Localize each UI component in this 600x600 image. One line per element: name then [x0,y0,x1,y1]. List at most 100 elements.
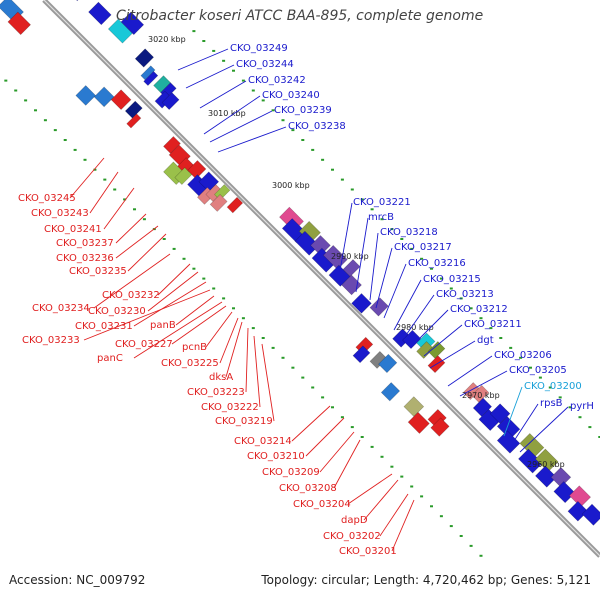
gc-mark [83,158,87,161]
gene-block [351,293,372,314]
gene-label[interactable]: dgt [477,335,494,346]
gc-mark [202,277,206,280]
gene-label[interactable]: CKO_03219 [215,416,273,427]
leader-line [261,343,275,422]
gc-mark [261,336,265,339]
gene-label[interactable]: CKO_03222 [201,402,259,413]
gene-label[interactable]: CKO_03243 [31,208,89,219]
gc-mark [410,247,414,250]
gene-label[interactable]: pyrH [570,401,594,412]
genome-backbone [42,0,600,558]
gene-label[interactable]: CKO_03230 [88,306,146,317]
gc-mark [489,327,493,330]
gene-label[interactable]: panC [97,353,123,364]
gene-label[interactable]: CKO_03201 [339,546,397,557]
tick-label: 3010 kbp [208,109,246,118]
gene-label[interactable]: CKO_03235 [69,266,127,277]
gc-mark [73,148,77,151]
gene-features [0,0,600,526]
gene-label[interactable]: CKO_03231 [75,321,133,332]
gene-label[interactable]: CKO_03211 [464,319,522,330]
gc-mark [598,435,600,438]
gene-label[interactable]: CKO_03208 [279,483,337,494]
gene-label[interactable]: CKO_03244 [236,59,294,70]
gene-label[interactable]: CKO_03236 [56,253,114,264]
gc-mark [113,188,117,191]
gene-label[interactable]: CKO_03225 [161,358,219,369]
gene-label[interactable]: CKO_03237 [56,238,114,249]
gene-block [581,503,600,526]
gene-label[interactable]: CKO_03234 [32,303,90,314]
gene-label[interactable]: CKO_03239 [274,105,332,116]
gene-label[interactable]: CKO_03245 [18,193,76,204]
gene-label[interactable]: CKO_03238 [288,121,346,132]
gene-label[interactable]: dksA [209,372,233,383]
leader-line [383,263,407,319]
leader-line [209,110,273,143]
gene-label[interactable]: CKO_03205 [509,365,567,376]
gene-label[interactable]: CKO_03213 [436,289,494,300]
leader-line [115,213,147,244]
gene-label[interactable]: CKO_03204 [293,499,351,510]
leader-line [203,95,261,135]
gc-mark [370,208,374,211]
gene-block [187,160,207,180]
gene-label[interactable]: CKO_03227 [115,339,173,350]
gene-label[interactable]: panB [150,320,176,331]
gene-label[interactable]: CKO_03210 [247,451,305,462]
gene-label[interactable]: CKO_03216 [408,258,466,269]
gene-label[interactable]: CKO_03202 [323,531,381,542]
gc-mark [528,366,532,369]
gc-mark [340,178,344,181]
gene-label[interactable]: CKO_03218 [380,227,438,238]
gc-mark [538,376,542,379]
leader-line [225,321,243,378]
gc-mark [509,346,513,349]
leader-line [319,431,355,473]
gene-label[interactable]: CKO_03214 [234,436,292,447]
gene-label[interactable]: CKO_03233 [22,335,80,346]
gene-block [110,89,132,111]
gene-block [553,481,576,504]
leader-line [333,439,361,489]
leader-line [93,253,171,309]
gene-label[interactable]: dapD [341,515,368,526]
leader-line [393,279,422,331]
leader-line [199,80,247,109]
gene-block [403,396,425,417]
leader-line [205,311,233,348]
gene-label[interactable]: CKO_03212 [450,304,508,315]
leader-line [177,48,229,71]
gene-label[interactable]: CKO_03242 [248,75,306,86]
gene-block [471,384,490,403]
gene-label[interactable]: CKO_03241 [44,224,102,235]
map-title: Citrobacter koseri ATCC BAA-895, complet… [116,8,484,24]
gene-label[interactable]: CKO_03232 [102,290,160,301]
gene-block [378,353,398,374]
gene-label[interactable]: CKO_03209 [262,467,320,478]
gene-label[interactable]: mrcB [368,212,394,223]
gc-mark [429,505,433,508]
gene-label[interactable]: CKO_03223 [187,387,245,398]
gene-label[interactable]: pcnB [182,342,207,353]
gc-mark [142,218,146,221]
gene-label[interactable]: CKO_03249 [230,43,288,54]
gene-label[interactable]: CKO_03200 [524,381,582,392]
leader-line [185,64,235,89]
leader-line [253,335,261,408]
gc-mark [182,257,186,260]
gene-label[interactable]: rpsB [540,398,563,409]
accession-text: Accession: NC_009792 [9,573,146,587]
gene-label[interactable]: CKO_03240 [262,90,320,101]
gene-label[interactable]: CKO_03217 [394,242,452,253]
gene-block [120,11,145,36]
gene-label[interactable]: CKO_03221 [353,197,411,208]
gc-mark [271,109,275,112]
gc-mark [459,297,463,300]
gc-mark [499,336,503,339]
gene-label[interactable]: CKO_03215 [423,274,481,285]
leader-line [429,340,476,369]
gene-label[interactable]: CKO_03206 [494,350,552,361]
label-leaders [69,48,569,552]
gc-mark [53,129,57,132]
